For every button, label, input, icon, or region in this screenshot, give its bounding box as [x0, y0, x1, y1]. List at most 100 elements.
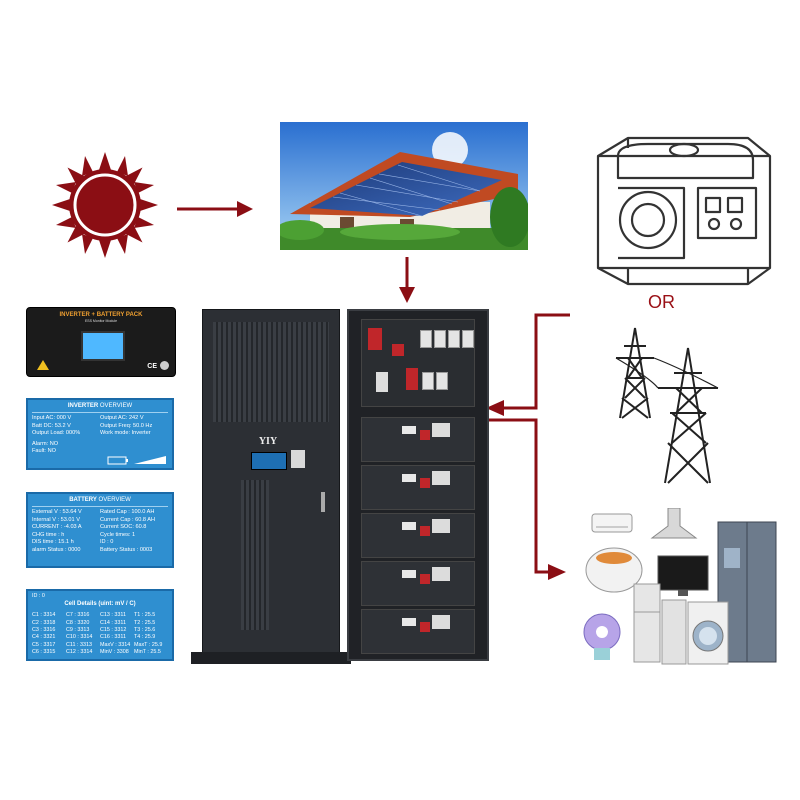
cabinet-grille-top — [213, 322, 329, 422]
cell-details-cell: C10 : 3314 — [66, 634, 93, 641]
battery-overview-cell: Internal V : 53.01 V — [32, 516, 80, 523]
arrow-left-icon — [486, 313, 570, 580]
battery-overview-cell: CURRENT : -4.03 A — [32, 524, 82, 531]
cell-details-cell: T4 : 25.9 — [134, 634, 156, 641]
inverter-fault: Fault: NO — [32, 448, 56, 455]
cell-details-cell: C2 : 3318 — [32, 619, 56, 626]
battery-overview-cell: Current SOC: 60.8 — [100, 524, 147, 531]
arrow-down-icon — [399, 257, 415, 303]
cell-details-row: C2 : 3318 C8 : 3320 C14 : 3311 T2 : 25.5 — [32, 620, 168, 627]
cell-details-id: ID : 0 — [32, 593, 45, 599]
power-knob-icon — [160, 361, 169, 370]
cell-details-cell: C16 : 3311 — [100, 634, 126, 641]
inverter-overview-panel: INVERTER OVERVIEW Input AC: 000 V Output … — [26, 398, 174, 470]
battery-module-4 — [361, 561, 475, 606]
cell-details-row: C3 : 3316 C9 : 3313 C15 : 3312 T3 : 25.6 — [32, 627, 168, 634]
cell-details-cell: C12 : 3314 — [66, 648, 93, 655]
monitor-screen — [81, 331, 125, 361]
cabinet-brand: YIY — [258, 436, 278, 447]
battery-module-1 — [361, 417, 475, 462]
inverter-alarm: Alarm: NO — [32, 440, 59, 447]
cell-details-cell: C13 : 3311 — [100, 612, 126, 619]
battery-overview-cell: ID : 0 — [100, 539, 114, 546]
cell-details-cell: C15 : 3312 — [100, 626, 127, 633]
inverter-overview-cell: Work mode: Inverter — [100, 430, 151, 437]
cell-details-cell: MinT : 25.5 — [134, 648, 161, 655]
inverter-overview-cell: Batt DC: 53.2 V — [32, 422, 71, 429]
generator-icon — [596, 136, 772, 286]
monitor-subtitle: ESS Monitor Module — [84, 319, 118, 323]
battery-overview-cell: DIS time : 15.1 h — [32, 539, 74, 546]
warning-icon — [37, 360, 49, 370]
cell-details-cell: C6 : 3315 — [32, 648, 56, 655]
cell-details-cell: T3 : 25.6 — [134, 626, 156, 633]
ce-mark-icon: CE — [147, 363, 157, 370]
inverter-overview-cell: Input AC: 000 V — [32, 415, 72, 422]
or-label: OR — [648, 292, 675, 312]
inverter-overview-cell: Output Load: 000% — [32, 430, 81, 437]
breaker-panel — [361, 319, 475, 407]
cell-details-row: C1 : 3314 C7 : 3316 C13 : 3311 T1 : 25.5 — [32, 612, 168, 619]
battery-module-5 — [361, 609, 475, 654]
cabinet-handle — [321, 492, 325, 512]
battery-overview-cell: Cycle times: 1 — [100, 531, 136, 538]
battery-module-3 — [361, 513, 475, 558]
cabinet-grille-bottom — [241, 480, 269, 630]
battery-overview-row: DIS time : 15.1 h ID : 0 — [32, 539, 168, 547]
cabinet-display — [251, 452, 287, 470]
cell-details-row: C4 : 3321 C10 : 3314 C16 : 3311 T4 : 25.9 — [32, 634, 168, 641]
battery-overview-row: alarm Status : 0000 Battery Status : 000… — [32, 547, 168, 555]
inverter-overview-cell: Output AC: 242 V — [100, 415, 144, 422]
arrow-right-icon — [177, 201, 253, 217]
red-connector-3 — [406, 368, 418, 390]
cell-details-cell: MaxV : 3314 — [100, 641, 131, 648]
cell-details-cell: C11 : 3313 — [66, 641, 92, 648]
cell-details-cell: C8 : 3320 — [66, 619, 90, 626]
battery-overview-cell: External V : 53.64 V — [32, 509, 82, 516]
breaker-1 — [420, 330, 432, 348]
cell-details-cell: C14 : 3311 — [100, 619, 126, 626]
cell-details-cell: C1 : 3314 — [32, 612, 56, 619]
cell-details-cell: C7 : 3316 — [66, 612, 90, 619]
battery-overview-row: CHG time : h Cycle times: 1 — [32, 532, 168, 540]
cell-details-cell: T1 : 25.5 — [134, 612, 156, 619]
breaker-3 — [448, 330, 460, 348]
inverter-overview-row: Output Load: 000% Work mode: Inverter — [32, 430, 168, 438]
battery-overview-row: Internal V : 53.01 V Current Cap : 60.8 A… — [32, 517, 168, 525]
battery-overview-cell: CHG time : h — [32, 531, 65, 538]
breaker-6 — [436, 372, 448, 390]
cell-details-cell: MinV : 3308 — [100, 648, 129, 655]
red-connector-2 — [392, 344, 404, 356]
cell-details-cell: C3 : 3316 — [32, 626, 56, 633]
inverter-overview-title: INVERTER OVERVIEW — [32, 402, 168, 414]
breaker-5 — [422, 372, 434, 390]
cell-details-panel: ID : 0 Cell Details (uint: mV / C) C1 : … — [26, 589, 174, 661]
cell-details-cell: C9 : 3313 — [66, 626, 90, 633]
monitor-title: INVERTER + BATTERY PACK — [59, 312, 143, 318]
solar-house-image — [280, 122, 528, 250]
cell-details-cell: MaxT : 25.9 — [134, 641, 163, 648]
battery-overview-cell: alarm Status : 0000 — [32, 546, 81, 553]
home-appliances-image — [583, 508, 777, 665]
cell-details-cell: T2 : 25.5 — [134, 619, 156, 626]
cabinet-base — [191, 652, 351, 664]
inverter-overview-row: Input AC: 000 V Output AC: 242 V — [32, 415, 168, 423]
cell-details-row: C6 : 3315 C12 : 3314 MinV : 3308 MinT : 25.… — [32, 649, 168, 656]
inverter-overview-cell: Output Freq: 50.0 Hz — [100, 422, 153, 429]
power-tower-icon — [615, 327, 719, 484]
breaker-2 — [434, 330, 446, 348]
cell-details-cell: C4 : 3321 — [32, 634, 56, 641]
cell-details-cell: C5 : 3317 — [32, 641, 56, 648]
battery-overview-cell: Battery Status : 0003 — [100, 546, 153, 553]
battery-overview-row: External V : 53.64 V Rated Cap : 100.0 AH — [32, 509, 168, 517]
sun-icon — [52, 152, 158, 258]
cell-details-title: Cell Details (uint: mV / C) — [64, 601, 136, 608]
inverter-overview-row: Batt DC: 53.2 V Output Freq: 50.0 Hz — [32, 423, 168, 431]
battery-overview-cell: Current Cap : 60.8 AH — [100, 516, 156, 523]
battery-level-icon — [107, 456, 166, 465]
battery-overview-cell: Rated Cap : 100.0 AH — [100, 509, 155, 516]
battery-overview-panel: BATTERY OVERVIEW External V : 53.64 V Rat… — [26, 492, 174, 568]
inverter-cabinet: YIY — [191, 309, 351, 664]
battery-overview-title: BATTERY OVERVIEW — [32, 496, 168, 508]
